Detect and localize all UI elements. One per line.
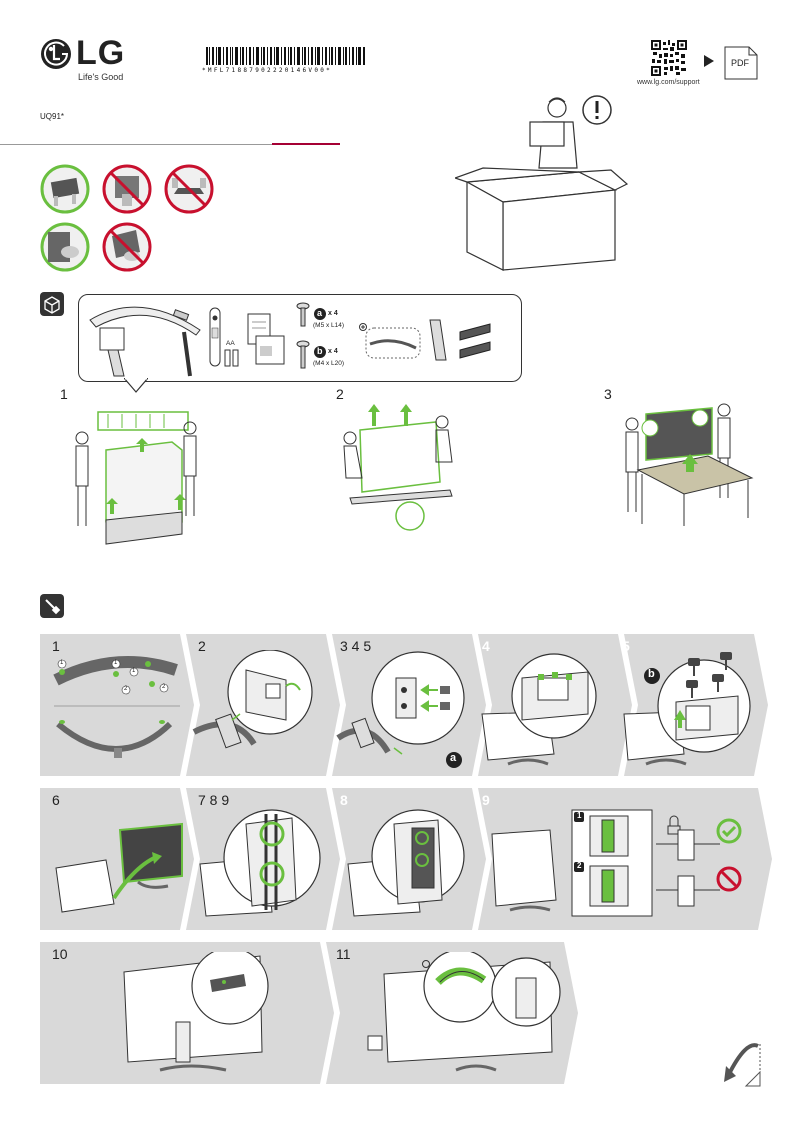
screwdriver-icon [40,594,64,618]
prohibited-icon [716,866,742,892]
model-number: UQ91* [40,112,65,121]
unpack-step-3: 3 [604,386,612,402]
screw-b-quantity: x 4 [328,348,338,355]
screw-a-icon [296,302,310,328]
header-divider-accent [272,143,340,145]
callout-b-letter: b [317,346,323,356]
lg-logo [40,38,72,70]
step-9-sub-2-label: 2 [577,861,582,870]
step-11-illustration [356,952,566,1076]
manual-booklets-icon [246,312,288,368]
support-url[interactable]: www.lg.com/support [637,79,700,86]
callout-b-badge [314,346,326,358]
battery-label: AA [226,340,235,347]
barcode-bars [206,47,365,65]
assembly-step-2: 2 [198,638,206,654]
screw-b-size: (M4 x L20) [313,360,345,367]
page-turn-icon[interactable] [724,1036,764,1088]
step-8-illustration [344,804,478,922]
qr-code [651,40,687,76]
step-5-illustration [620,650,754,770]
step-6-illustration [54,820,188,920]
handling-ok-icon [40,164,90,214]
callout-b-label: b [648,668,655,680]
assembly-step-1: 1 [52,638,60,654]
step-2-illustration [190,650,324,770]
step-1-stand-illustration [48,650,182,774]
cable-clips-icon [458,322,494,362]
step-1-callout-1b: 1 [114,660,118,666]
callout-a-circle [446,752,462,768]
callout-pointer [124,378,148,394]
assembly-step-4: 4 [482,638,490,654]
unpack-step-1-illustration [62,402,212,552]
unpack-step-3-illustration [612,398,762,528]
assembly-step-9: 9 [482,792,490,808]
barcode [206,47,366,65]
optional-cable-holder [358,322,422,362]
handling-no-flat-carry-icon [164,164,214,214]
assembly-step-5: 5 [622,638,630,654]
assembly-step-7-8-9: 7 8 9 [198,792,230,808]
step-9-illustration [490,802,760,924]
step-1-callout-2a: 2 [162,684,166,690]
header-divider [0,144,272,145]
step-1-callout-2b: 2 [124,686,128,692]
caution-exclamation-icon [582,95,612,125]
check-ok-icon [716,818,742,844]
callout-a-letter: a [317,308,323,318]
barcode-text: *MFL71887902220146V00* [202,67,333,74]
pdf-label: PDF [731,58,749,68]
unpack-step-2-illustration [330,404,480,534]
handling-grip-ok-icon [40,222,90,272]
assembly-step-11: 11 [336,946,351,962]
pdf-file-icon [724,46,758,80]
read-manual-illustration [455,92,630,272]
step-3-4-5-illustration [334,650,468,770]
play-arrow-icon [704,55,714,67]
batteries-icon [224,348,240,368]
lg-logo-icon [41,39,71,69]
step-10-illustration [120,952,270,1072]
back-cover-icon [426,318,448,362]
handling-no-screen-press-icon [102,164,152,214]
screw-a-size: (M5 x L14) [313,322,345,329]
assembly-step-8: 8 [340,792,348,808]
screw-a-quantity: x 4 [328,310,338,317]
person-box-illustration [455,95,629,271]
callout-b-circle [644,668,660,684]
handling-no-panel-touch-icon [102,222,152,272]
remote-control-icon [208,306,222,368]
brand-name: LG [76,34,126,72]
unpack-step-1: 1 [60,386,68,402]
step-7-8-9-illustration [196,804,330,922]
step-1-callout-1c: 1 [132,668,136,674]
step-9-sub-1-label: 1 [577,811,582,820]
step-4-illustration [478,650,612,770]
stand-parts-illustration [84,298,204,378]
assembly-step-6: 6 [52,792,60,808]
callout-a-label: a [450,752,457,764]
assembly-step-10: 10 [52,946,68,962]
assembly-step-3-4-5: 3 4 5 [340,638,372,654]
brand-slogan: Life's Good [78,72,124,82]
unpack-step-2: 2 [336,386,344,402]
qr-code-icon [651,40,687,76]
callout-a-badge [314,308,326,320]
screw-b-icon [296,340,310,370]
pdf-document[interactable] [724,46,758,80]
step-1-callout-1a: 1 [60,660,64,666]
box-contents-icon [40,292,64,316]
